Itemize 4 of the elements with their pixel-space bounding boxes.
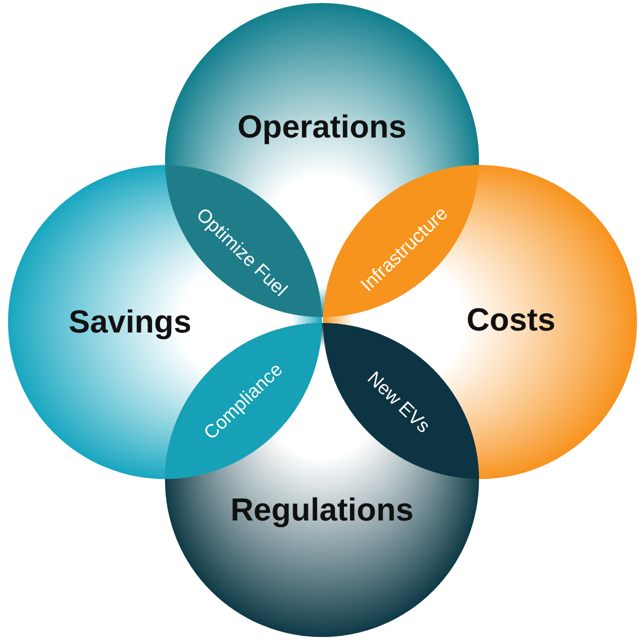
circle-label: Costs bbox=[466, 302, 556, 338]
circle-label: Operations bbox=[238, 108, 406, 146]
circle-label: Regulations bbox=[230, 492, 414, 528]
circle-label: Savings bbox=[68, 304, 192, 340]
